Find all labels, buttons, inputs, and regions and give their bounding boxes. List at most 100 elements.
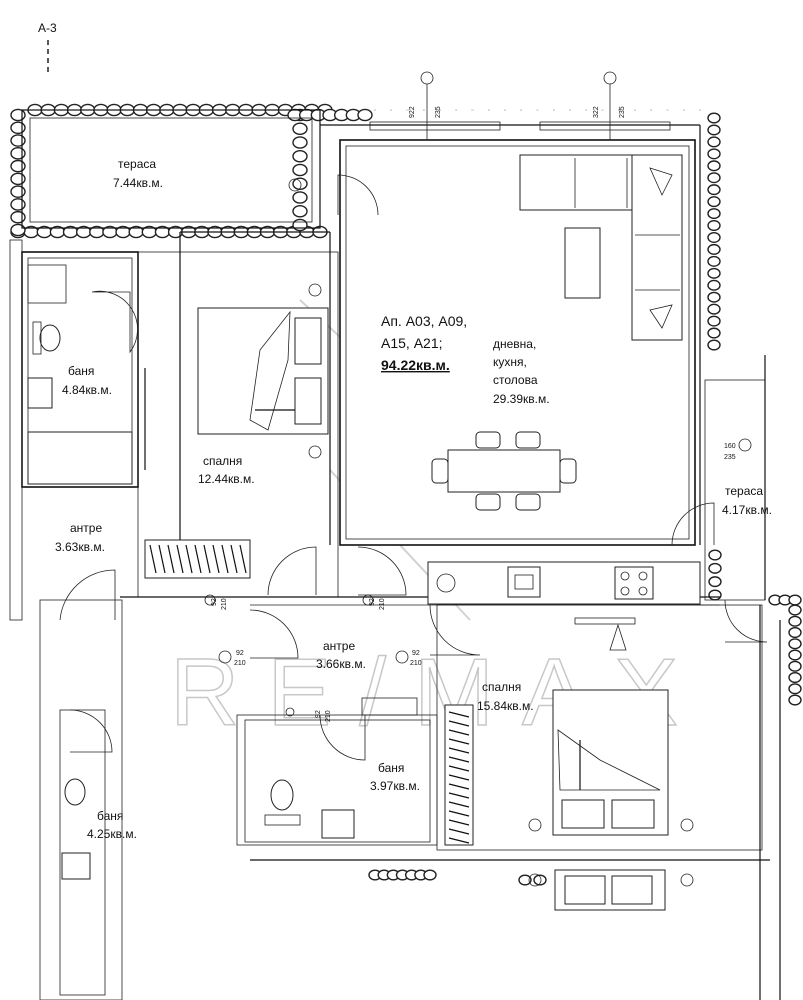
- kitchen-burner-icon: [436, 573, 456, 593]
- apartment-ids-2: А15, А21;: [381, 335, 443, 351]
- door-hall-left: [249, 609, 299, 659]
- hanger: [158, 544, 166, 574]
- shrub: [788, 594, 802, 606]
- doors: [59, 174, 768, 761]
- nightstand-lamp-6: [680, 873, 694, 887]
- planter-left: [10, 108, 308, 237]
- dimensions: 922 235 322 235 160 235 92 210 92 210 92…: [211, 106, 736, 722]
- shrub: [707, 184, 721, 196]
- dim-win2-a: 322: [593, 106, 600, 118]
- hanger: [448, 729, 470, 736]
- nightstand-lamp-1: [308, 283, 322, 297]
- cushion-1: [649, 167, 673, 196]
- living-name-1: дневна,: [493, 337, 536, 351]
- shrub: [518, 874, 532, 886]
- window-marker-2: [603, 71, 617, 85]
- toilet-tank-left: [32, 321, 42, 355]
- planter-right: [707, 112, 721, 351]
- shrub: [707, 339, 721, 351]
- bath-center-name: баня: [378, 761, 404, 775]
- shrub: [708, 549, 722, 561]
- bath-left-name: баня: [68, 364, 94, 378]
- shrub: [10, 134, 26, 147]
- wardrobe-2-hatch: [448, 711, 470, 844]
- dim-door3-a: 92: [236, 650, 244, 657]
- shrub: [707, 112, 721, 124]
- shrub: [292, 204, 308, 218]
- bedroom1-furniture: [144, 283, 329, 579]
- hall-center-name: антре: [323, 639, 355, 653]
- wardrobe-1-hatch: [149, 544, 247, 574]
- living-name-2: кухня,: [493, 355, 527, 369]
- hanger: [448, 801, 470, 808]
- bed-2-pillow-1: [561, 799, 605, 829]
- toilet-left: [39, 324, 61, 352]
- bedroom2-area: 15.84кв.м.: [477, 699, 534, 713]
- door-terrace-right: [671, 502, 715, 546]
- shrub: [707, 172, 721, 184]
- bath-bottom-walls: [39, 599, 123, 1000]
- door-marker-living: [362, 594, 374, 606]
- door-bath-left: [91, 290, 138, 354]
- shrub: [708, 562, 722, 574]
- hall-left-area: 3.63кв.м.: [55, 540, 105, 554]
- toilet-center-tank: [264, 814, 301, 826]
- hanger: [221, 544, 229, 574]
- shrub: [788, 649, 802, 661]
- dim-door2-a: 92: [369, 598, 376, 606]
- dining-table: [447, 449, 561, 493]
- bath-center-area: 3.97кв.м.: [370, 779, 420, 793]
- shrub: [707, 315, 721, 327]
- nightstand-lamp-3: [528, 818, 542, 832]
- dim-door1-b: 210: [221, 598, 228, 610]
- shrub: [707, 303, 721, 315]
- shrub: [292, 136, 308, 149]
- apartment-ids-1: Ап. А03, А09,: [381, 313, 467, 329]
- hanger: [176, 544, 184, 574]
- window-top-left: [369, 121, 501, 131]
- terrace-right-name: тераса: [725, 484, 763, 498]
- hanger: [203, 544, 211, 574]
- dim-win3-b: 235: [724, 454, 736, 461]
- shrub: [292, 177, 308, 191]
- shrub: [357, 108, 373, 122]
- toilet-center: [270, 779, 294, 811]
- bath-bottom-fixtures: [61, 778, 91, 880]
- hanger: [448, 837, 470, 844]
- stove-ring-4: [638, 586, 648, 596]
- bedroom2-furniture: [444, 617, 694, 911]
- shrub: [788, 627, 802, 639]
- terrace-top-inner: [29, 117, 313, 223]
- dim-door5-a: 92: [315, 710, 322, 718]
- bath-left-area: 4.84кв.м.: [62, 383, 112, 397]
- terrace-right-area: 4.17кв.м.: [722, 503, 772, 517]
- door-bedroom2: [429, 604, 481, 656]
- dining-chair: [475, 493, 501, 511]
- shrub: [707, 160, 721, 172]
- window-marker-1: [420, 71, 434, 85]
- radiator: [574, 617, 636, 625]
- terrace-top-outline: [21, 109, 321, 229]
- hall-center-area: 3.66кв.м.: [316, 657, 366, 671]
- radiator-symbol: [609, 623, 627, 651]
- shrub: [10, 108, 26, 122]
- bed-1-pillow-1: [294, 317, 322, 365]
- hanger: [448, 783, 470, 790]
- section-label: A-3: [38, 21, 57, 35]
- hanger: [448, 756, 470, 763]
- dining-chair: [515, 493, 541, 511]
- kitchen-counter: [427, 561, 701, 605]
- shrub: [707, 291, 721, 303]
- door-right-lower: [724, 599, 768, 643]
- hanger: [149, 544, 157, 574]
- dining-chair: [559, 458, 577, 484]
- shrub: [10, 210, 26, 224]
- door-bath-center: [319, 714, 366, 761]
- outer-left-wall: [9, 239, 23, 621]
- hanger: [448, 720, 470, 727]
- living-furniture: [431, 154, 683, 511]
- bedroom1-name: спалня: [203, 454, 242, 468]
- bed-3-pillow-1: [564, 875, 606, 905]
- shower-tray-left: [27, 264, 67, 304]
